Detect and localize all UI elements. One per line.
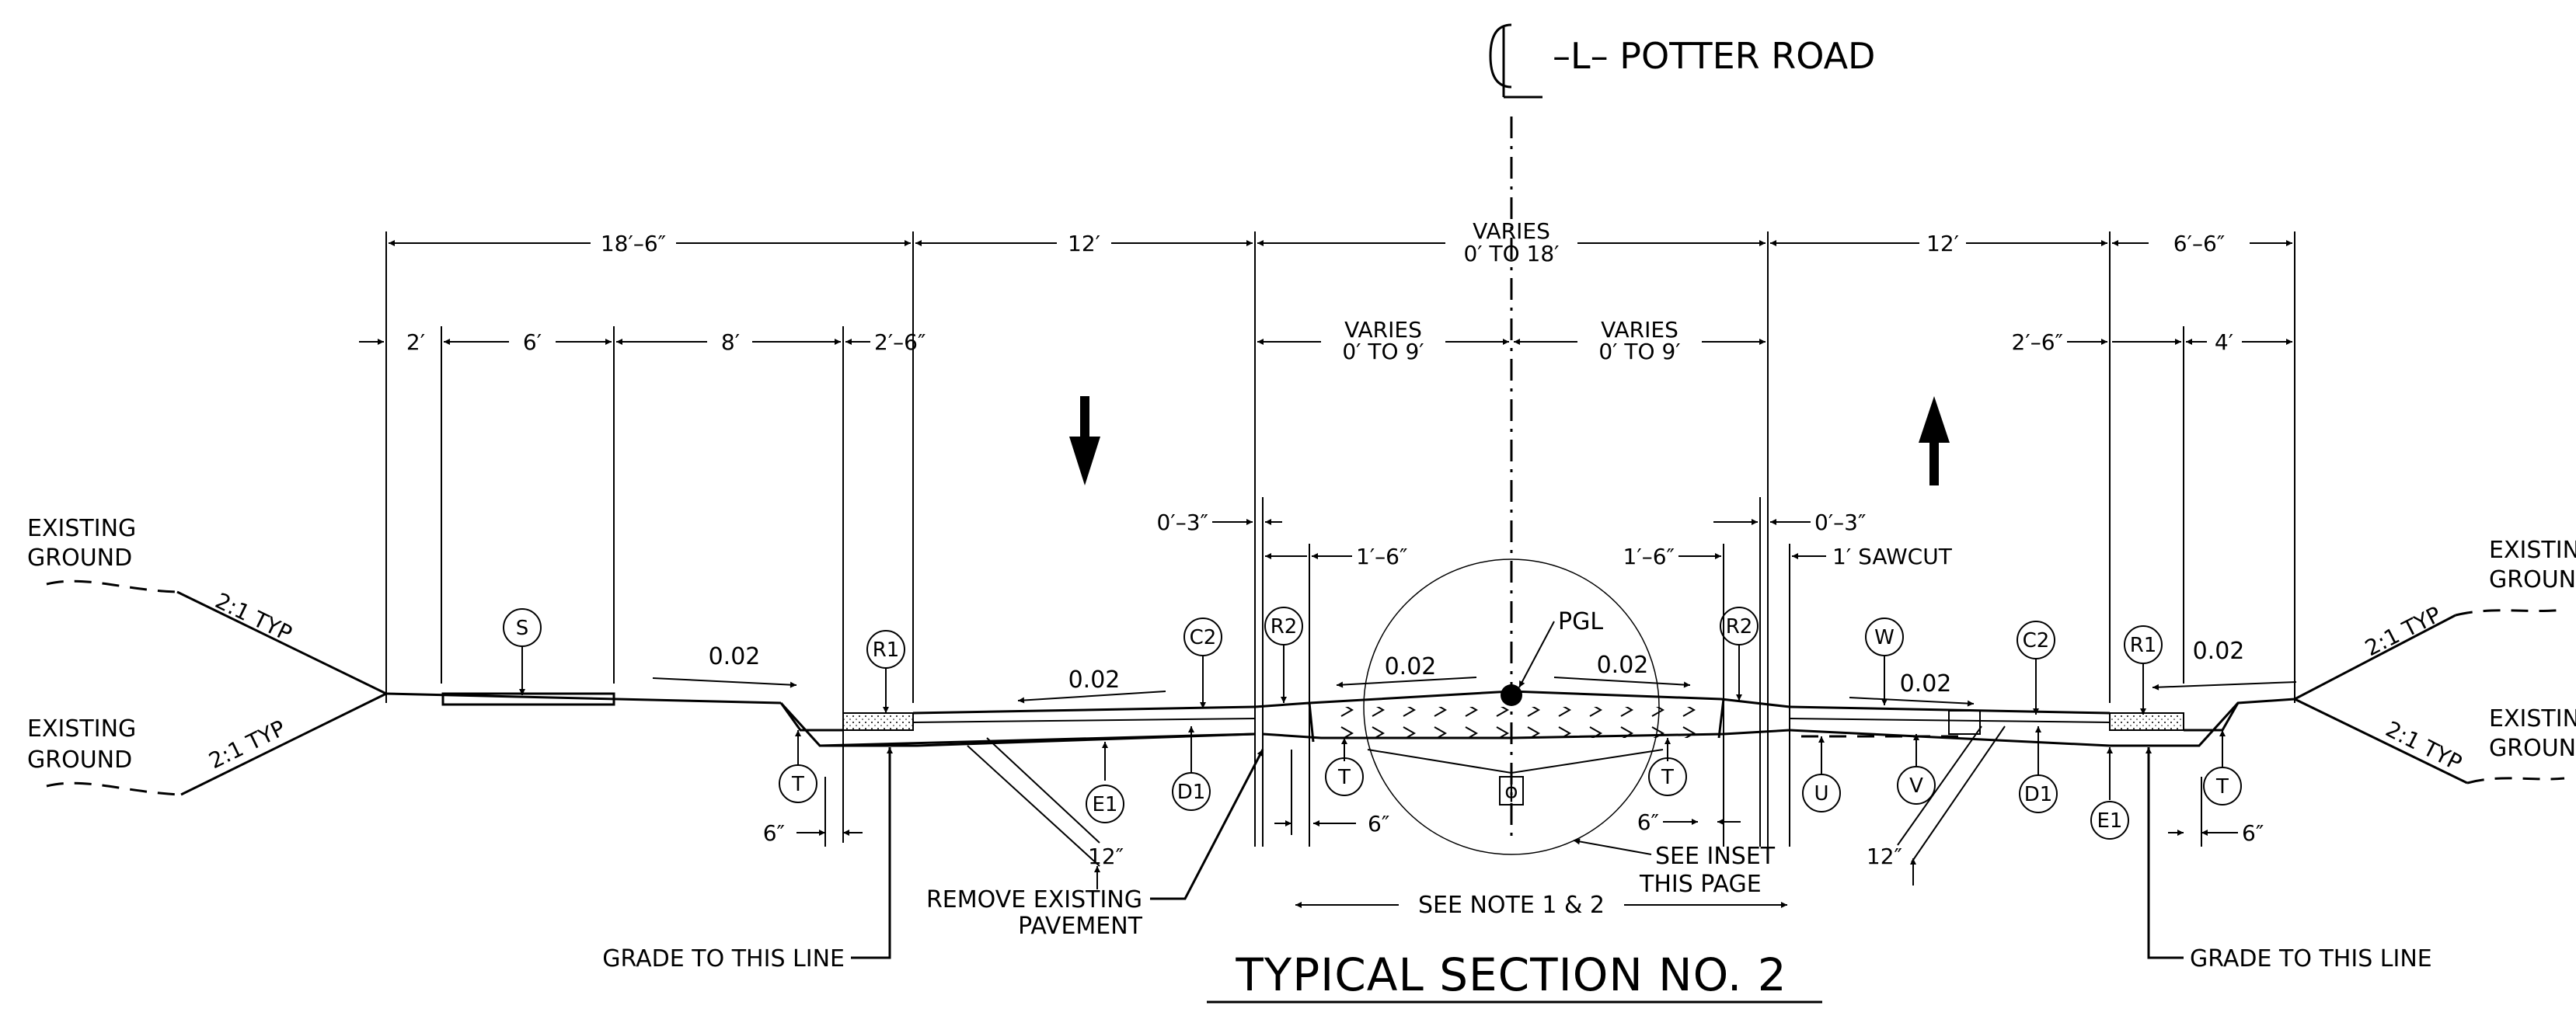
- dim-1-6-right: 1′–6″: [1623, 544, 1675, 569]
- dim-6in-center: 6″: [1368, 811, 1389, 837]
- dim-2: 2′: [406, 329, 425, 355]
- inset-note-line1: SEE INSET: [1655, 843, 1776, 870]
- callout-U: U: [1814, 782, 1828, 805]
- slope-right-upper: 2:1 TYP: [2361, 601, 2445, 661]
- callout-V: V: [1909, 774, 1923, 798]
- dim-6: 6′: [523, 329, 542, 355]
- dim-6in-left: 6″: [763, 820, 785, 846]
- dim-12in-left: 12″: [1088, 844, 1124, 869]
- grade-note-right: GRADE TO THIS LINE: [2190, 945, 2432, 973]
- remove-note-line2: PAVEMENT: [1018, 913, 1143, 940]
- see-note-label: SEE NOTE 1 & 2: [1418, 892, 1605, 919]
- slope-1: 0.02: [709, 643, 761, 670]
- callout-circles: [503, 607, 2242, 840]
- small-dims: [1212, 519, 1826, 559]
- dim-4: 4′: [2215, 329, 2233, 355]
- dim-2-6-left: 2′–6″: [874, 329, 925, 355]
- callout-leaders: [519, 621, 2226, 800]
- existing-ground-rb-2: GROUN: [2489, 735, 2576, 762]
- callout-D1-left: D1: [1177, 781, 1206, 804]
- traffic-arrow-down: [1069, 396, 1100, 485]
- slope-arrows: [652, 677, 2297, 707]
- slope-left-upper: 2:1 TYP: [211, 588, 296, 647]
- callout-T-4: T: [2215, 775, 2229, 799]
- section-title: TYPICAL SECTION NO. 2: [1235, 948, 1786, 1001]
- dim-18-6: 18′–6″: [601, 231, 666, 256]
- remove-note-line1: REMOVE EXISTING: [926, 886, 1142, 913]
- existing-ground-rb-1: EXISTIN: [2489, 705, 2576, 732]
- dim-6-6: 6′–6″: [2173, 231, 2225, 256]
- dim-varies-right-2: 0′ TO 9′: [1598, 339, 1680, 364]
- dim-2-6-right: 2′–6″: [2012, 329, 2063, 355]
- callout-R1-right: R1: [2130, 634, 2157, 657]
- callout-R2-right: R2: [1726, 615, 1753, 638]
- existing-ground-lt-1: EXISTING: [27, 515, 136, 542]
- pgl-label: PGL: [1558, 608, 1603, 635]
- roadway-profile: [385, 690, 2295, 805]
- existing-ground-lb-1: EXISTING: [27, 715, 136, 743]
- callout-E1-left: E1: [1093, 793, 1118, 816]
- sawcut-label: 1′ SAWCUT: [1832, 544, 1953, 569]
- dim-varies-line2: 0′ TO 18′: [1463, 241, 1559, 266]
- dim-varies-right-1: VARIES: [1601, 317, 1678, 343]
- pgl-marker: [1501, 684, 1522, 706]
- dim-6in-right-a: 6″: [1637, 809, 1659, 835]
- dim-varies-left-1: VARIES: [1344, 317, 1422, 343]
- callout-C2-left: C2: [1190, 626, 1217, 649]
- existing-ground-rt-2: GROUN: [2489, 566, 2576, 593]
- slope-4: 0.02: [1597, 652, 1649, 679]
- callout-T-1: T: [791, 773, 804, 796]
- dim-0-3-right: 0′–3″: [1814, 510, 1866, 535]
- ground-lines: [46, 579, 2565, 796]
- existing-ground-lt-2: GROUND: [27, 545, 132, 572]
- dim-varies-left-2: 0′ TO 9′: [1342, 339, 1424, 364]
- slope-2: 0.02: [1068, 666, 1121, 694]
- traffic-arrow-up: [1919, 396, 1950, 485]
- dim-1-6-left: 1′–6″: [1356, 544, 1407, 569]
- existing-ground-rt-1: EXISTIN: [2489, 537, 2576, 564]
- slope-3: 0.02: [1385, 653, 1437, 680]
- callout-D1-right: D1: [2024, 783, 2053, 806]
- road-name: –L– POTTER ROAD: [1553, 35, 1875, 77]
- dim-6in-right-b: 6″: [2242, 820, 2264, 846]
- inset-note-line2: THIS PAGE: [1639, 871, 1762, 898]
- slope-5: 0.02: [1900, 670, 1952, 698]
- callout-E1-right: E1: [2097, 809, 2123, 833]
- callout-R2-left: R2: [1271, 615, 1298, 638]
- callout-phi: ϕ: [1504, 780, 1518, 803]
- centerline-symbol: [1489, 23, 1542, 99]
- dim-8: 8′: [721, 329, 740, 355]
- dim-12-right: 12′: [1926, 231, 1959, 256]
- slope-right-lower: 2:1 TYP: [2382, 716, 2466, 776]
- dim-varies-line1: VARIES: [1473, 218, 1550, 244]
- slope-left-lower: 2:1 TYP: [205, 715, 290, 774]
- dim-12in-right: 12″: [1867, 844, 1902, 869]
- inset-circle: [1363, 558, 1660, 855]
- callout-T-2: T: [1337, 766, 1351, 789]
- existing-ground-lb-2: GROUND: [27, 746, 132, 774]
- callout-W: W: [1874, 626, 1895, 649]
- callout-T-3: T: [1661, 766, 1674, 789]
- grade-note-left: GRADE TO THIS LINE: [602, 945, 845, 973]
- callout-R1-left: R1: [873, 638, 900, 662]
- extension-lines: [385, 231, 2295, 847]
- dim-12-left: 12′: [1068, 231, 1100, 256]
- callout-C2-right: C2: [2023, 629, 2050, 652]
- lower-dims: [797, 725, 2238, 889]
- callout-S: S: [516, 617, 529, 640]
- dim-0-3-left: 0′–3″: [1157, 510, 1208, 535]
- grade-leaders: [851, 747, 2184, 959]
- slope-6: 0.02: [2193, 638, 2245, 665]
